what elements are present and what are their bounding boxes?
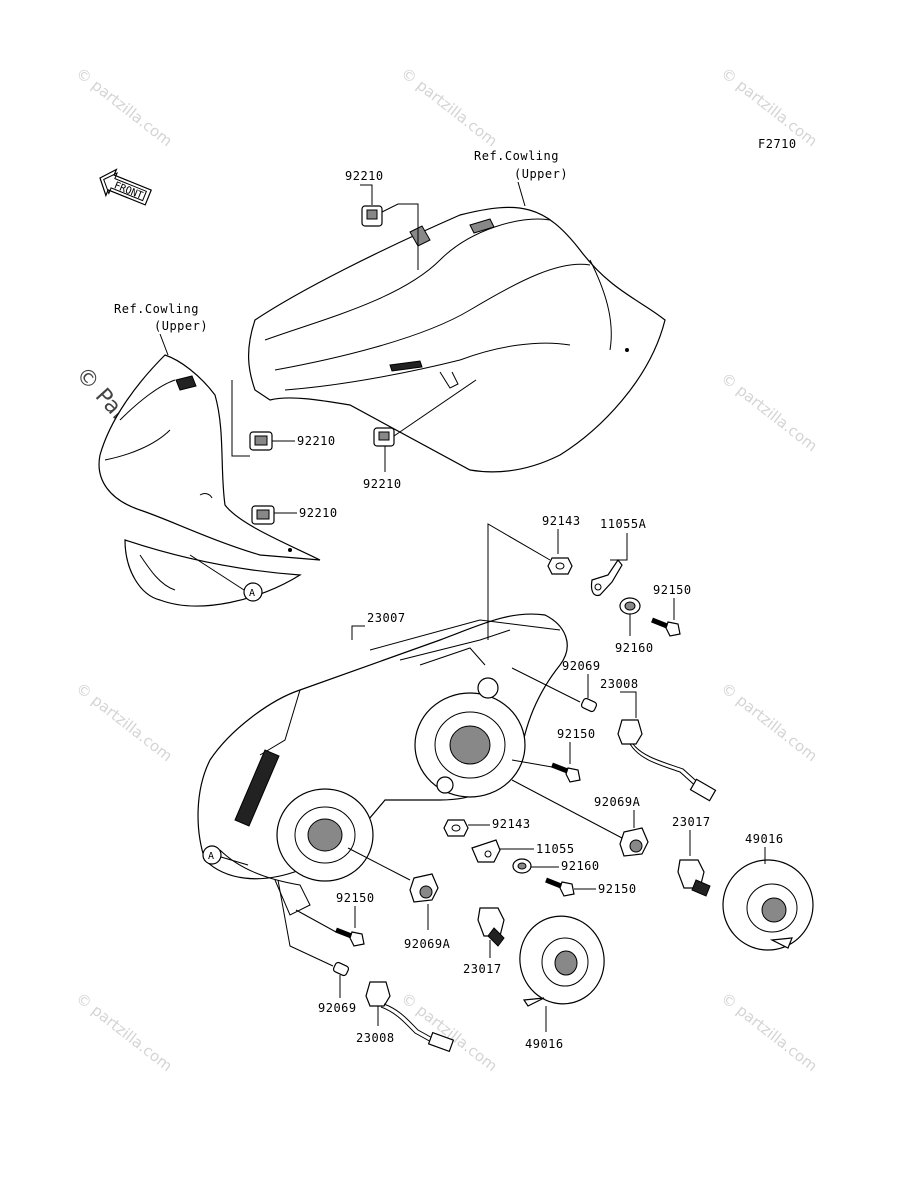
label-92160-mid: 92160	[561, 859, 600, 873]
front-arrow-icon: FRONT	[99, 168, 152, 206]
part-92160-top: 92160	[615, 597, 654, 655]
label-92150-top: 92150	[653, 583, 692, 597]
ref-cowling-right-line1: Ref.Cowling	[474, 149, 559, 163]
ref-cowling-left-line2: (Upper)	[154, 319, 208, 333]
watermark-2: © partzilla.com	[398, 64, 501, 150]
watermark-10: © partzilla.com	[398, 989, 501, 1075]
part-92143-top: 92143	[487, 514, 581, 640]
label-92069-bottom: 92069	[318, 1001, 357, 1015]
watermark-9: © partzilla.com	[73, 989, 176, 1075]
upper-cowling-right	[247, 206, 666, 473]
part-92069-bottom: 92069	[277, 879, 357, 1015]
label-92069A-left: 92069A	[404, 937, 451, 951]
label-23007: 23007	[367, 611, 406, 625]
callout-a-lower: A	[202, 845, 249, 866]
label-92143-mid: 92143	[492, 817, 531, 831]
label-92210-mid: 92210	[297, 434, 336, 448]
label-92150-lower-mid: 92150	[598, 882, 637, 896]
label-23017-right: 23017	[672, 815, 711, 829]
headlight-assembly: 23007	[197, 611, 568, 916]
diagram-code: F2710	[758, 137, 797, 151]
watermark-8: © partzilla.com	[718, 679, 821, 765]
label-92210-lower: 92210	[299, 506, 338, 520]
label-11055: 11055	[536, 842, 575, 856]
part-11055: 11055	[471, 839, 575, 863]
part-92069A-left: 92069A	[347, 847, 451, 951]
callout-a-top-label: A	[249, 588, 255, 599]
label-49016-left: 49016	[525, 1037, 564, 1051]
part-92143-mid: 92143	[443, 817, 531, 837]
ref-cowling-left-line1: Ref.Cowling	[114, 302, 199, 316]
part-92150-left: 92150	[295, 891, 375, 947]
callout-a-top: A	[189, 554, 263, 602]
part-23017-right: 23017	[672, 815, 711, 897]
label-92210-center: 92210	[363, 477, 402, 491]
label-92150-mid: 92150	[557, 727, 596, 741]
part-92160-mid: 92160	[512, 858, 600, 874]
watermark-1: © partzilla.com	[73, 64, 176, 150]
part-49016-left: 49016	[519, 915, 605, 1051]
label-92069A-right: 92069A	[594, 795, 641, 809]
label-92210-top: 92210	[345, 169, 384, 183]
label-92143-top: 92143	[542, 514, 581, 528]
leader-ref-cowling-left	[159, 333, 169, 356]
label-49016-right: 49016	[745, 832, 784, 846]
part-92210-top: 92210	[345, 169, 419, 270]
part-92150-lower-mid: 92150	[545, 877, 637, 897]
watermark-6: © partzilla.com	[73, 679, 176, 765]
label-23008-top: 23008	[600, 677, 639, 691]
watermark-11: © partzilla.com	[718, 989, 821, 1075]
ref-cowling-right-line2: (Upper)	[514, 167, 568, 181]
part-23008-bottom: 23008	[356, 981, 455, 1053]
callout-a-lower-label: A	[208, 851, 214, 862]
part-92210-mid: 92210	[231, 380, 336, 457]
part-49016-right: 49016	[722, 832, 814, 951]
label-11055A: 11055A	[600, 517, 647, 531]
part-92210-lower: 92210	[251, 505, 338, 525]
part-92069-top: 92069	[511, 659, 601, 713]
part-92069A-right: 92069A	[511, 779, 649, 857]
part-92150-top: 92150	[651, 583, 692, 637]
label-92069-top: 92069	[562, 659, 601, 673]
part-92210-center: 92210	[363, 379, 477, 491]
part-23017-left: 23017	[463, 907, 505, 976]
label-23017-left: 23017	[463, 962, 502, 976]
part-11055A: 11055A	[590, 517, 647, 597]
part-92150-mid: 92150	[511, 727, 596, 783]
label-23008-bottom: 23008	[356, 1031, 395, 1045]
label-92160-top: 92160	[615, 641, 654, 655]
leader-ref-cowling-right	[517, 181, 526, 207]
watermark-5: © partzilla.com	[718, 369, 821, 455]
part-23008-top: 23008	[600, 677, 717, 802]
label-92150-left: 92150	[336, 891, 375, 905]
